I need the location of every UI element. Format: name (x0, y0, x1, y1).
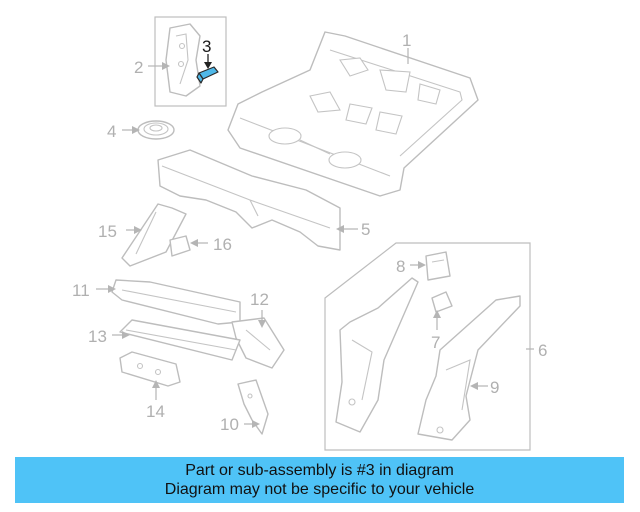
part-14-gusset (119, 351, 181, 387)
part-2-inset-box (154, 16, 227, 107)
callout-3-highlighted: 3 (202, 37, 211, 56)
part-6-quarter-inner-panel (335, 277, 419, 433)
callout-4: 4 (107, 122, 116, 141)
callout-9: 9 (490, 378, 499, 397)
part-7-clip (431, 291, 453, 313)
callout-5: 5 (361, 220, 370, 239)
callout-16: 16 (213, 235, 232, 254)
part-2-pillar-bracket (165, 23, 201, 97)
callout-6: 6 (538, 341, 547, 360)
callout-labels: 1 2 3 4 5 6 7 8 9 10 11 12 13 14 15 16 (72, 31, 547, 434)
part-3-bracket-highlighted (196, 66, 219, 84)
callout-8: 8 (396, 257, 405, 276)
part-16-bracket (169, 235, 191, 257)
callout-2: 2 (134, 58, 143, 77)
part-15-rail (121, 203, 187, 267)
part-5-rear-crossmember (157, 149, 341, 251)
banner-line-part-number: Part or sub-assembly is #3 in diagram (185, 462, 454, 479)
callout-15: 15 (98, 222, 117, 241)
callout-14: 14 (146, 402, 165, 421)
part-12-extension (231, 317, 285, 369)
callout-13: 13 (88, 327, 107, 346)
info-banner: Part or sub-assembly is #3 in diagram Di… (15, 457, 624, 503)
parts-diagram: 1 2 3 4 5 6 7 8 9 10 11 12 13 14 15 16 (72, 16, 547, 451)
part-10-bracket (237, 379, 269, 435)
callout-1: 1 (402, 31, 411, 50)
part-9-quarter-inner-panel (417, 295, 521, 441)
callout-7: 7 (431, 333, 440, 352)
part-8-bracket (425, 251, 451, 281)
part-13-sill-panel (119, 319, 241, 361)
callout-leaders (96, 48, 534, 428)
part-11-sill-reinforcement (111, 279, 241, 325)
part-4-plug (137, 120, 175, 140)
part-1-rear-floor-pan (227, 31, 479, 197)
callout-10: 10 (220, 415, 239, 434)
banner-line-disclaimer: Diagram may not be specific to your vehi… (164, 481, 475, 498)
callout-12: 12 (250, 290, 269, 309)
part-6-inset-box (324, 242, 531, 451)
callout-11: 11 (72, 281, 90, 300)
